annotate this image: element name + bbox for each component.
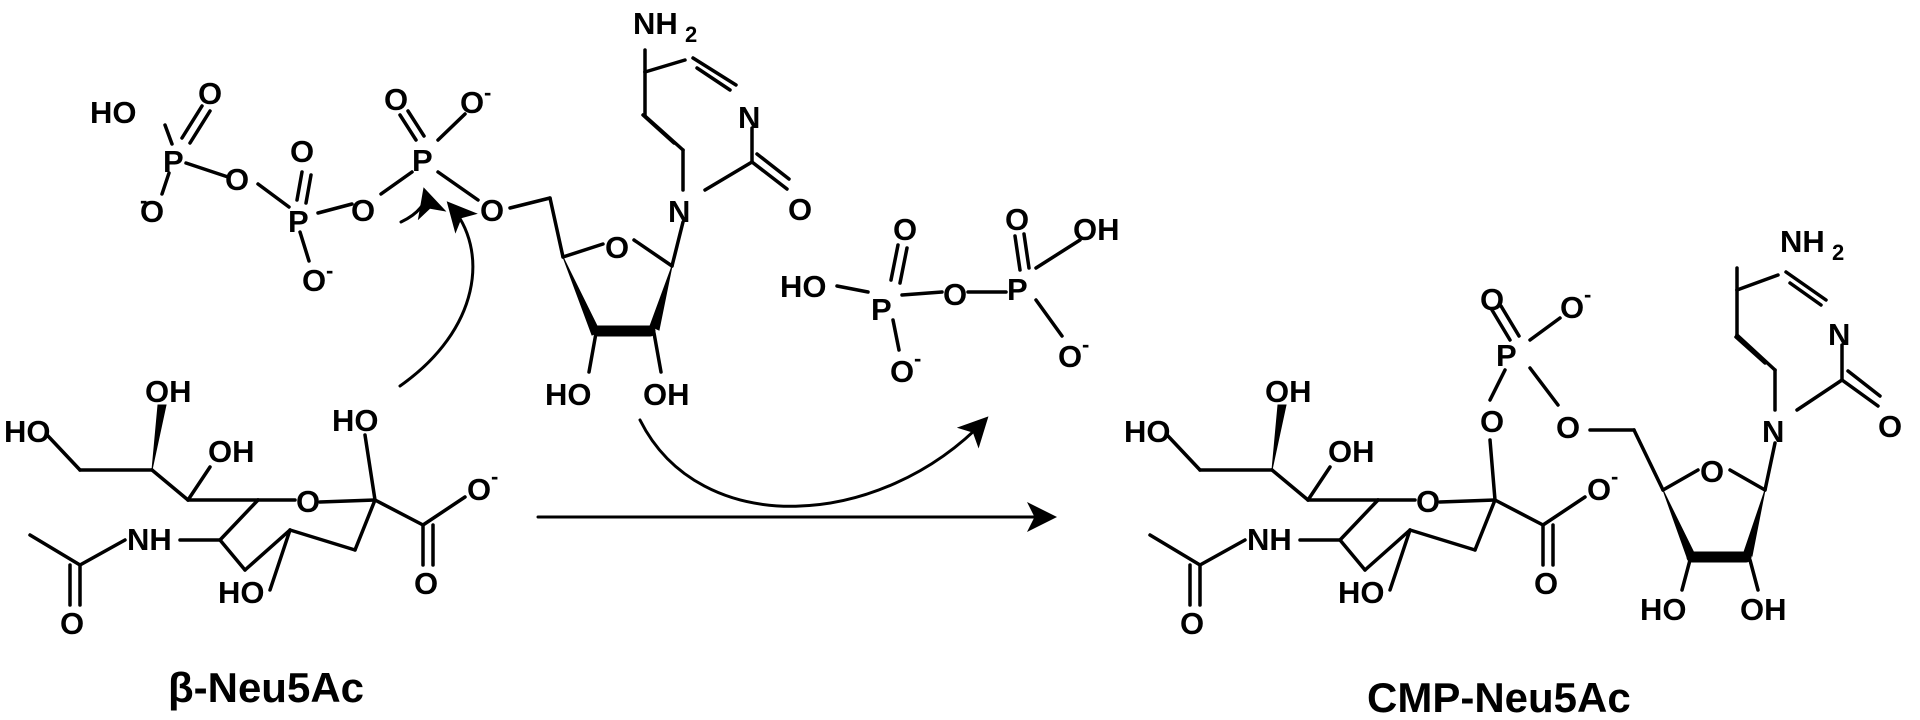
oxygen-label: O xyxy=(1480,282,1504,317)
charge-label: - xyxy=(1082,332,1089,357)
oxygen-label: O xyxy=(480,193,504,228)
oh-label: HO xyxy=(218,575,265,610)
phosphorus-label: P xyxy=(871,292,892,327)
phosphorus-label: P xyxy=(412,143,433,178)
oxide-label: O xyxy=(467,472,491,507)
product-bonds xyxy=(1148,266,1882,607)
oxygen-label: O xyxy=(60,606,84,641)
phosphorus-label: P xyxy=(1007,272,1028,307)
product-caption: CMP-Neu5Ac xyxy=(1367,674,1631,720)
ring-oxygen-label: O xyxy=(296,484,320,519)
nitrogen-label: N xyxy=(668,194,690,229)
oxygen-label: O xyxy=(290,134,314,169)
charge-label: - xyxy=(914,346,921,371)
charge-label: - xyxy=(484,80,491,105)
pyrophosphate xyxy=(835,232,1082,352)
neu5ac-bonds xyxy=(28,404,467,607)
phosphorus-label: P xyxy=(1496,338,1517,373)
oxygen-label: O xyxy=(943,277,967,312)
oxygen-label: O xyxy=(1180,606,1204,641)
cytosine-ring xyxy=(641,48,791,192)
oxygen-label: O xyxy=(1005,202,1029,237)
charge-label: - xyxy=(326,258,333,283)
oh-label: HO xyxy=(1338,575,1385,610)
oxygen-label: O xyxy=(198,76,222,111)
oxygen-label: O xyxy=(225,162,249,197)
oh-label: HO xyxy=(332,403,379,438)
beta-neu5ac-molecule: HO OH OH O HO O - O NH HO O xyxy=(4,374,498,641)
oxygen-label: O xyxy=(1534,566,1558,601)
oh-label: HO xyxy=(780,269,827,304)
nitrogen-label: N xyxy=(1828,317,1850,352)
triphosphate-chain xyxy=(160,104,480,263)
phosphorus-label: P xyxy=(163,144,184,179)
oh-label: OH xyxy=(145,374,192,409)
oh-label: OH xyxy=(1073,212,1120,247)
amine-subscript: 2 xyxy=(685,22,697,47)
nh-label: NH xyxy=(1247,522,1292,557)
oh-label: HO xyxy=(1124,414,1171,449)
ring-oxygen-label: O xyxy=(605,230,629,265)
oxide-label: O xyxy=(1560,290,1584,325)
nh-label: NH xyxy=(127,522,172,557)
charge-label: - xyxy=(1584,282,1591,307)
oh-label: HO xyxy=(90,95,137,130)
oh-label: OH xyxy=(1265,374,1312,409)
oxygen-label: O xyxy=(788,192,812,227)
charge-label: - xyxy=(491,464,498,489)
oxide-label: O xyxy=(890,354,914,389)
oxygen-label: O xyxy=(1556,410,1580,445)
charge-label: - xyxy=(1611,464,1618,489)
phosphorus-label: P xyxy=(288,204,309,239)
ribose-ring xyxy=(508,196,685,374)
oxide-label: O xyxy=(302,263,326,298)
oh-label: OH xyxy=(1328,434,1375,469)
oh-label: OH xyxy=(1740,592,1787,627)
pyrophosphate-release-arrow xyxy=(638,416,989,508)
oxygen-label: O xyxy=(384,82,408,117)
nitrogen-label: N xyxy=(738,100,760,135)
oh-label: HO xyxy=(4,414,51,449)
charge-label: - xyxy=(140,188,147,213)
oxide-label: O xyxy=(1058,339,1082,374)
oxide-label: O xyxy=(460,85,484,120)
nitrogen-label: N xyxy=(1762,414,1784,449)
cmp-neu5ac-molecule: HO OH OH O O O - O NH HO O P O O - O O H… xyxy=(1124,224,1902,641)
amine-subscript: 2 xyxy=(1832,240,1844,265)
oxygen-label: O xyxy=(1878,409,1902,444)
ring-oxygen-label: O xyxy=(1416,484,1440,519)
oxygen-label: O xyxy=(351,193,375,228)
amine-label: NH xyxy=(633,6,678,41)
oxide-label: O xyxy=(140,194,164,229)
oxygen-label: O xyxy=(893,212,917,247)
oh-label: OH xyxy=(208,434,255,469)
oh-label: HO xyxy=(545,377,592,412)
oh-label: OH xyxy=(643,377,690,412)
nucleophilic-attack-arrow xyxy=(398,201,478,388)
ring-oxygen-label: O xyxy=(1700,454,1724,489)
reactant-caption: β-Neu5Ac xyxy=(168,664,364,711)
leaving-group-arrow xyxy=(399,187,447,224)
oxide-label: O xyxy=(1587,472,1611,507)
amine-label: NH xyxy=(1780,224,1825,259)
oxygen-label: O xyxy=(414,566,438,601)
oxygen-label: O xyxy=(1480,404,1504,439)
ctp-molecule: HO O P O O - O P O - O O P O - O O HO OH xyxy=(90,6,812,412)
oh-label: HO xyxy=(1640,592,1687,627)
